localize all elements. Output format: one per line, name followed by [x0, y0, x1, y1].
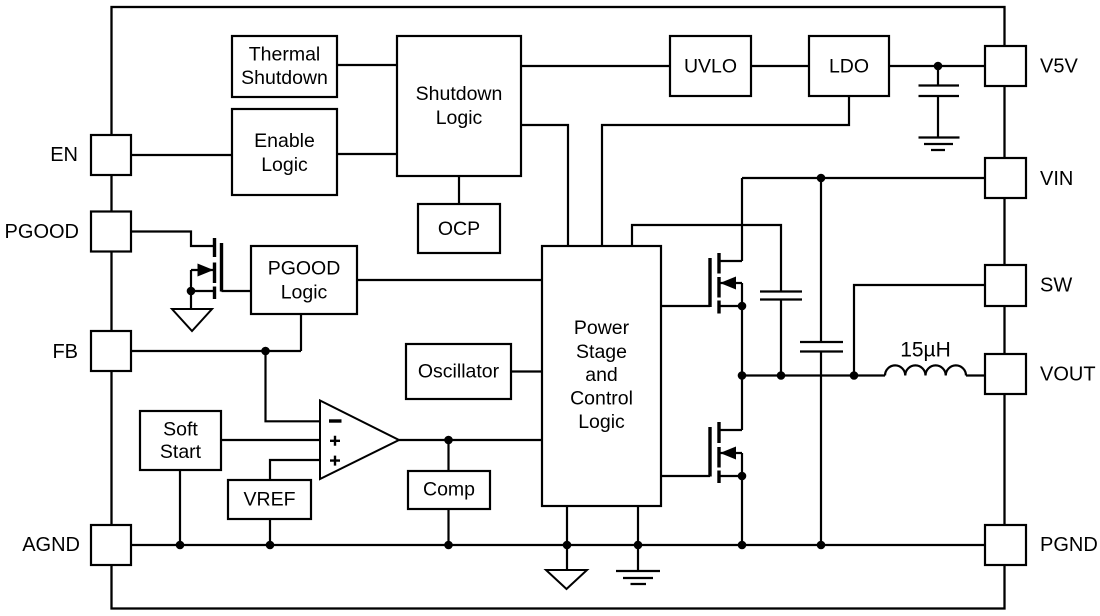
svg-text:LDO: LDO [829, 56, 869, 78]
svg-text:FB: FB [52, 341, 78, 363]
svg-text:Logic: Logic [281, 282, 328, 304]
svg-text:PGOOD: PGOOD [268, 258, 341, 280]
svg-text:Logic: Logic [261, 154, 308, 176]
svg-text:Stage: Stage [576, 341, 627, 363]
svg-text:15µH: 15µH [900, 339, 951, 362]
svg-text:and: and [585, 364, 618, 386]
svg-text:Shutdown: Shutdown [416, 83, 503, 105]
svg-text:UVLO: UVLO [684, 56, 737, 78]
svg-text:VIN: VIN [1040, 168, 1073, 190]
svg-text:PGOOD: PGOOD [5, 221, 79, 243]
svg-text:Logic: Logic [578, 411, 625, 433]
svg-text:Oscillator: Oscillator [418, 361, 500, 383]
svg-text:Shutdown: Shutdown [241, 67, 328, 89]
svg-text:VREF: VREF [243, 489, 295, 511]
svg-text:Thermal: Thermal [249, 44, 321, 66]
svg-text:PGND: PGND [1040, 534, 1098, 556]
svg-text:Enable: Enable [254, 130, 315, 152]
svg-text:Logic: Logic [436, 107, 483, 129]
svg-text:Power: Power [574, 317, 630, 339]
svg-text:Start: Start [160, 441, 202, 463]
svg-text:OCP: OCP [438, 218, 480, 240]
svg-text:SW: SW [1040, 275, 1072, 297]
svg-text:EN: EN [50, 144, 78, 166]
svg-text:Soft: Soft [163, 419, 198, 441]
svg-text:Control: Control [570, 388, 633, 410]
svg-text:VOUT: VOUT [1040, 364, 1096, 386]
svg-text:Comp: Comp [423, 479, 475, 501]
svg-text:V5V: V5V [1040, 56, 1078, 78]
svg-text:AGND: AGND [22, 534, 80, 556]
